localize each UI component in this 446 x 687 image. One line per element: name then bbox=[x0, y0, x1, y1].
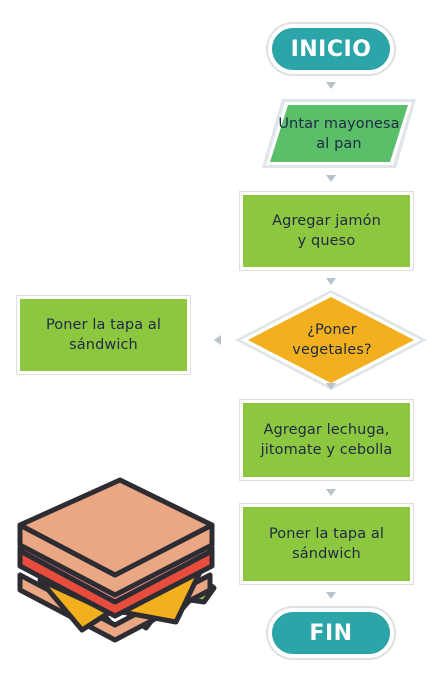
arrow-down bbox=[326, 82, 336, 89]
process-box-vegetables: Agregar lechuga, jitomate y cebolla bbox=[240, 400, 413, 480]
step1-label-box: Untar mayonesa al pan bbox=[270, 105, 408, 162]
process-box-put-lid: Poner la tapa al sándwich bbox=[240, 504, 413, 584]
step3-label: Agregar lechuga, jitomate y cebolla bbox=[260, 422, 393, 458]
process-box-ham-cheese: Agregar jamón y queso bbox=[240, 192, 413, 270]
step1-label: Untar mayonesa al pan bbox=[278, 115, 400, 152]
no-branch-label: Poner la tapa al sándwich bbox=[45, 317, 162, 353]
arrow-down bbox=[326, 383, 336, 390]
process-box-put-lid-no: Poner la tapa al sándwich bbox=[17, 296, 190, 374]
step4-label: Poner la tapa al sándwich bbox=[268, 526, 385, 562]
arrow-down bbox=[326, 489, 336, 496]
arrow-down bbox=[326, 175, 336, 182]
arrow-down bbox=[326, 278, 336, 285]
start-terminal: INICIO bbox=[268, 24, 394, 74]
decision-label: ¿Poner vegetales? bbox=[292, 322, 372, 358]
arrow-down bbox=[326, 592, 336, 599]
sandwich-icon bbox=[17, 477, 217, 643]
end-terminal: FIN bbox=[268, 608, 394, 658]
end-label: FIN bbox=[309, 620, 353, 646]
step2-label: Agregar jamón y queso bbox=[272, 213, 381, 249]
arrow-left bbox=[214, 335, 221, 345]
start-label: INICIO bbox=[290, 36, 372, 62]
decision-label-box: ¿Poner vegetales? bbox=[262, 310, 402, 370]
